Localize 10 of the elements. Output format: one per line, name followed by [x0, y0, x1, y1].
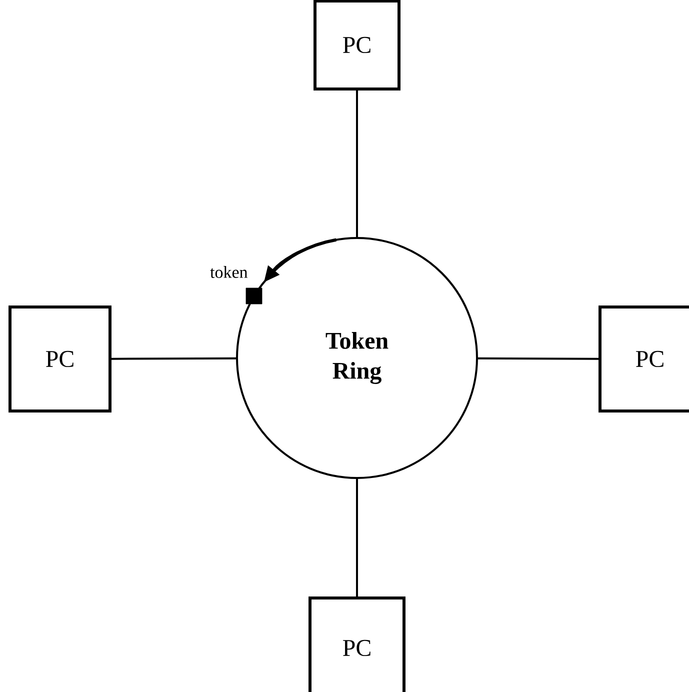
pc-box: PC: [314, 0, 400, 90]
pc-box: PC: [598, 306, 689, 412]
connector-line: [112, 357, 236, 360]
connector-line: [478, 357, 598, 360]
pc-box: PC: [8, 306, 112, 412]
connector-line: [356, 479, 358, 596]
token-square: [246, 288, 262, 304]
token-label: token: [210, 266, 248, 278]
pc-box: PC: [308, 596, 406, 692]
connector-line: [356, 90, 358, 237]
